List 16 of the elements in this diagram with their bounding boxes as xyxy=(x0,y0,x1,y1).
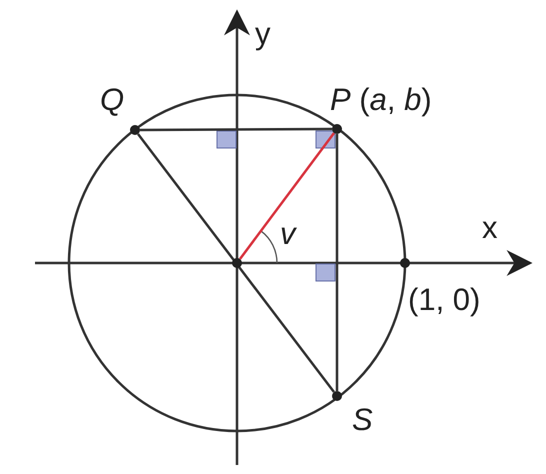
line-segment xyxy=(137,133,335,393)
axis-label: y xyxy=(255,18,270,49)
point xyxy=(130,125,140,135)
point-label: S xyxy=(352,404,373,435)
point-label: P (a, b) xyxy=(330,84,432,115)
line-segment xyxy=(140,128,332,132)
angle-label: v xyxy=(280,218,296,249)
point xyxy=(332,124,342,134)
point xyxy=(400,258,410,268)
point xyxy=(232,258,242,268)
point xyxy=(332,391,342,401)
line-segment xyxy=(336,134,338,391)
point-label: (1, 0) xyxy=(408,284,480,315)
axis-label: x xyxy=(482,212,498,243)
line-segment xyxy=(238,132,336,260)
point-label: Q xyxy=(100,84,124,115)
